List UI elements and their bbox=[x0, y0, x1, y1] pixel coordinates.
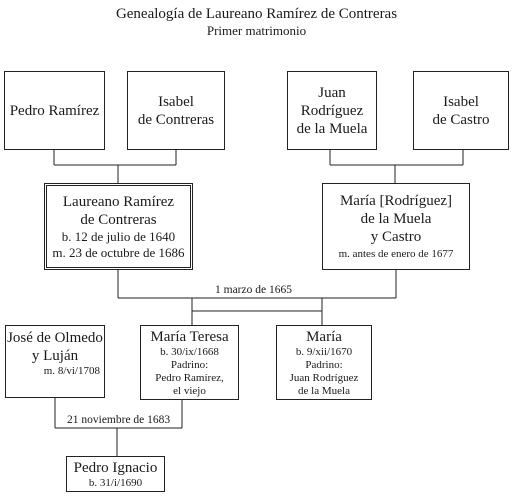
person-name: de la Muela bbox=[360, 211, 432, 227]
marriage-date: 1 marzo de 1665 bbox=[212, 284, 295, 297]
person-maria-teresa[interactable]: María Teresa b. 30/ix/1668 Padrino: Pedr… bbox=[140, 325, 239, 400]
person-name: Isabel bbox=[158, 93, 194, 110]
person-name: José de Olmedo bbox=[7, 330, 103, 346]
death-date: m. 23 de octubre de 1686 bbox=[52, 244, 185, 260]
person-name: de Castro bbox=[432, 111, 490, 128]
godparent-name: de la Muela bbox=[298, 385, 350, 397]
person-name: María Teresa bbox=[150, 329, 229, 345]
godparent-label: Padrino: bbox=[305, 359, 343, 371]
person-name: y Castro bbox=[370, 229, 422, 245]
person-name: Rodríguez bbox=[300, 102, 364, 119]
death-date: m. antes de enero de 1677 bbox=[338, 248, 454, 260]
person-maria[interactable]: María b. 9/xii/1670 Padrino: Juan Rodríg… bbox=[276, 325, 372, 400]
person-name: de Contreras bbox=[137, 111, 215, 128]
birth-date: b. 31/i/1690 bbox=[88, 476, 143, 489]
person-pedro-ignacio[interactable]: Pedro Ignacio b. 31/i/1690 bbox=[66, 456, 165, 492]
birth-date: b. 30/ix/1668 bbox=[160, 346, 219, 358]
person-name: y Luján bbox=[31, 348, 79, 364]
person-name: de Contreras bbox=[80, 211, 157, 228]
godparent-label: Padrino: bbox=[170, 359, 209, 371]
person-name: María bbox=[306, 329, 342, 345]
godparent-name: el viejo bbox=[173, 385, 206, 397]
person-isabel-de-contreras[interactable]: Isabel de Contreras bbox=[127, 71, 225, 150]
person-maria-rodriguez[interactable]: María [Rodríguez] de la Muela y Castro m… bbox=[322, 183, 470, 270]
godparent-name: Pedro Ramírez, bbox=[155, 372, 224, 384]
person-name: Pedro Ignacio bbox=[73, 459, 158, 476]
person-name: Isabel bbox=[443, 93, 479, 110]
person-juan-rodriguez[interactable]: Juan Rodríguez de la Muela bbox=[287, 71, 377, 150]
person-name: Laureano Ramírez bbox=[62, 193, 175, 210]
death-date: m. 8/vi/1708 bbox=[43, 365, 100, 377]
birth-date: b. 12 de julio de 1640 bbox=[61, 228, 176, 244]
godparent-name: Juan Rodríguez bbox=[289, 372, 359, 384]
page-title: Genealogía de Laureano Ramírez de Contre… bbox=[115, 6, 398, 22]
person-name: de la Muela bbox=[296, 120, 368, 137]
marriage-date: 21 noviembre de 1683 bbox=[64, 414, 174, 427]
person-jose-de-olmedo[interactable]: José de Olmedo y Luján m. 8/vi/1708 bbox=[5, 325, 105, 398]
person-isabel-de-castro[interactable]: Isabel de Castro bbox=[413, 71, 509, 150]
person-name: Juan bbox=[318, 84, 346, 101]
person-pedro-ramirez[interactable]: Pedro Ramírez bbox=[4, 71, 105, 150]
person-name: María [Rodríguez] bbox=[339, 193, 453, 209]
person-laureano[interactable]: Laureano Ramírez de Contreras b. 12 de j… bbox=[44, 183, 193, 270]
person-name: Pedro Ramírez bbox=[9, 102, 100, 119]
page-subtitle: Primer matrimonio bbox=[206, 23, 307, 38]
birth-date: b. 9/xii/1670 bbox=[295, 346, 353, 358]
